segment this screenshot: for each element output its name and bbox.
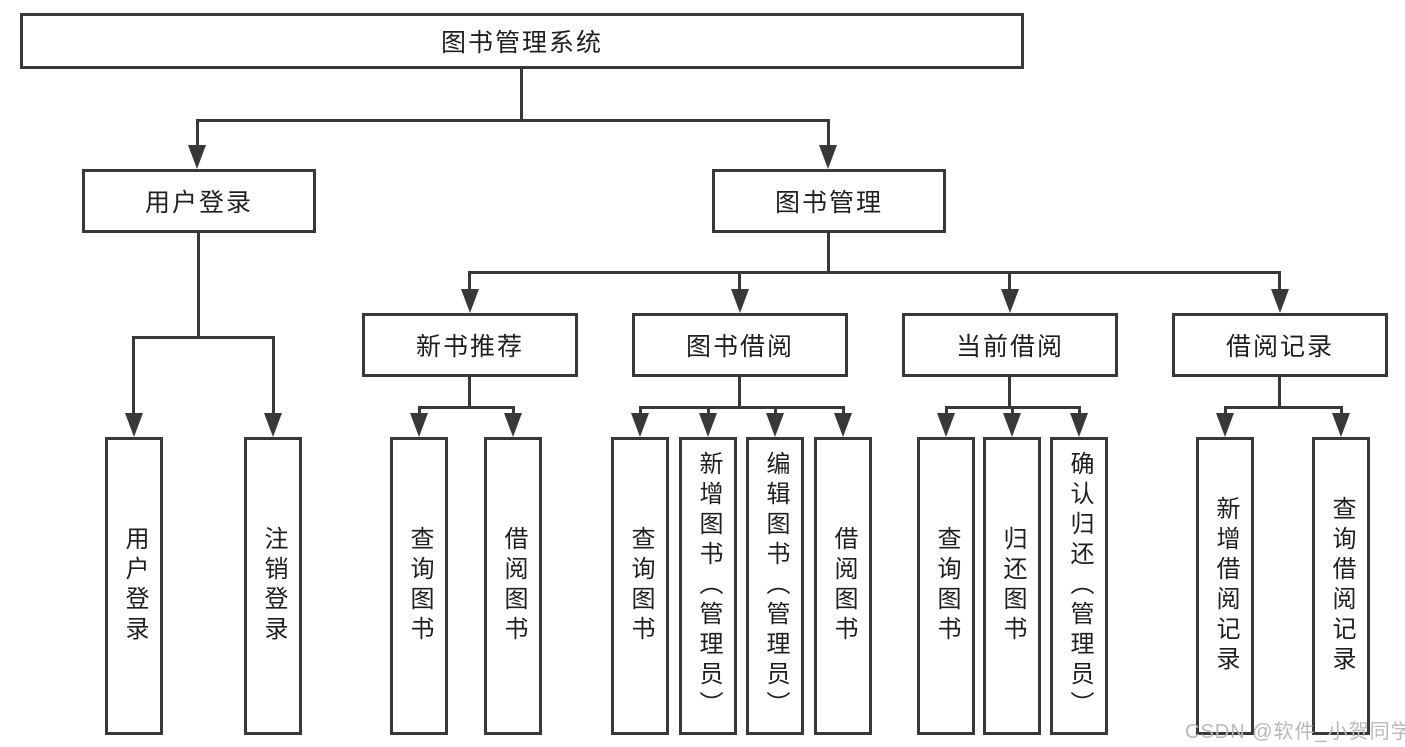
node-book-borrow-label: 图书借阅 — [685, 333, 794, 361]
leaf-borrow-edit-books-admin: 编辑图书（管理员） — [746, 437, 804, 735]
arrowhead-icon — [1003, 413, 1021, 437]
connector-drop-u2 — [272, 336, 275, 416]
node-current-borrow-label: 当前借阅 — [955, 333, 1064, 361]
arrowhead-icon — [188, 145, 206, 169]
leaf-label: 查询图书 — [933, 526, 960, 646]
arrowhead-icon — [766, 413, 784, 437]
node-root: 图书管理系统 — [20, 13, 1024, 69]
leaf-current-return-books: 归还图书 — [983, 437, 1041, 735]
connector-drop-l3d — [1278, 271, 1281, 293]
arrowhead-icon — [819, 145, 837, 169]
arrowhead-icon — [937, 413, 955, 437]
arrowhead-icon — [1216, 413, 1234, 437]
connector-drop-l3b — [738, 271, 741, 293]
node-book-borrow: 图书借阅 — [632, 313, 848, 377]
leaf-label: 新增图书（管理员） — [695, 451, 722, 721]
leaf-borrow-borrow-books: 借阅图书 — [814, 437, 872, 735]
connector-drop-user-login — [196, 119, 199, 149]
arrowhead-icon — [410, 413, 428, 437]
arrowhead-icon — [699, 413, 717, 437]
leaf-label: 归还图书 — [999, 526, 1026, 646]
node-current-borrow: 当前借阅 — [902, 313, 1118, 377]
connector-drop-leaf — [418, 406, 421, 418]
leaf-label: 确认归还（管理员） — [1066, 451, 1093, 721]
connector-recommend-bus — [418, 406, 515, 409]
leaf-label: 用户登录 — [121, 526, 148, 646]
leaf-label: 编辑图书（管理员） — [762, 451, 789, 721]
connector-drop-l3a — [468, 271, 471, 293]
connector-drop-leaf — [1224, 406, 1227, 418]
leaf-label: 借阅图书 — [830, 526, 857, 646]
connector-drop-leaf — [945, 406, 948, 418]
node-book-management: 图书管理 — [712, 169, 946, 233]
csdn-watermark: CSDN @软件_小贺同学 — [1185, 721, 1405, 743]
node-borrow-records-label: 借阅记录 — [1225, 333, 1334, 361]
leaf-borrow-query-books: 查询图书 — [611, 437, 669, 735]
leaf-logout: 注销登录 — [244, 437, 302, 735]
node-new-book-recommend-label: 新书推荐 — [415, 333, 524, 361]
node-root-label: 图书管理系统 — [440, 29, 603, 57]
connector-current-stem — [1008, 377, 1011, 408]
arrowhead-icon — [1001, 289, 1019, 313]
leaf-records-add-record: 新增借阅记录 — [1196, 437, 1254, 735]
connector-user-stem — [197, 232, 200, 338]
connector-mgmt-stem — [827, 232, 830, 274]
leaf-label: 查询图书 — [406, 526, 433, 646]
arrowhead-icon — [731, 289, 749, 313]
arrowhead-icon — [1070, 413, 1088, 437]
node-book-management-label: 图书管理 — [774, 189, 883, 217]
connector-records-stem — [1278, 377, 1281, 408]
arrowhead-icon — [1332, 413, 1350, 437]
connector-drop-leaf — [1078, 406, 1081, 418]
leaf-label: 注销登录 — [260, 526, 287, 646]
connector-borrow-stem — [738, 377, 741, 408]
arrowhead-icon — [125, 413, 143, 437]
leaf-current-query-books: 查询图书 — [917, 437, 975, 735]
arrowhead-icon — [631, 413, 649, 437]
leaf-label: 查询借阅记录 — [1328, 496, 1355, 676]
connector-level3-bus — [468, 271, 1281, 274]
node-borrow-records: 借阅记录 — [1172, 313, 1388, 377]
node-user-login: 用户登录 — [82, 169, 316, 233]
leaf-recommend-borrow-books: 借阅图书 — [484, 437, 542, 735]
connector-drop-u1 — [132, 336, 135, 416]
connector-drop-leaf — [639, 406, 642, 418]
connector-drop-leaf — [707, 406, 710, 418]
node-user-login-label: 用户登录 — [144, 189, 253, 217]
leaf-recommend-query-books: 查询图书 — [390, 437, 448, 735]
arrowhead-icon — [264, 413, 282, 437]
leaf-borrow-add-books-admin: 新增图书（管理员） — [679, 437, 737, 735]
connector-drop-l3c — [1008, 271, 1011, 293]
leaf-user-login: 用户登录 — [105, 437, 163, 735]
connector-drop-leaf — [1340, 406, 1343, 418]
connector-borrow-bus — [639, 406, 845, 409]
leaf-records-query-record: 查询借阅记录 — [1312, 437, 1370, 735]
arrowhead-icon — [461, 289, 479, 313]
connector-recommend-stem — [468, 377, 471, 408]
leaf-label: 新增借阅记录 — [1212, 496, 1239, 676]
connector-user-bus — [132, 336, 275, 339]
connector-drop-leaf — [1011, 406, 1014, 418]
leaf-label: 借阅图书 — [500, 526, 527, 646]
arrowhead-icon — [1271, 289, 1289, 313]
connector-drop-leaf — [512, 406, 515, 418]
arrowhead-icon — [834, 413, 852, 437]
connector-drop-leaf — [774, 406, 777, 418]
connector-drop-leaf — [842, 406, 845, 418]
connector-drop-book-mgmt — [827, 119, 830, 149]
connector-root-stem — [520, 69, 523, 121]
arrowhead-icon — [504, 413, 522, 437]
connector-level2-bus — [196, 119, 830, 122]
leaf-current-confirm-return-admin: 确认归还（管理员） — [1050, 437, 1108, 735]
connector-records-bus — [1224, 406, 1343, 409]
node-new-book-recommend: 新书推荐 — [362, 313, 578, 377]
leaf-label: 查询图书 — [627, 526, 654, 646]
